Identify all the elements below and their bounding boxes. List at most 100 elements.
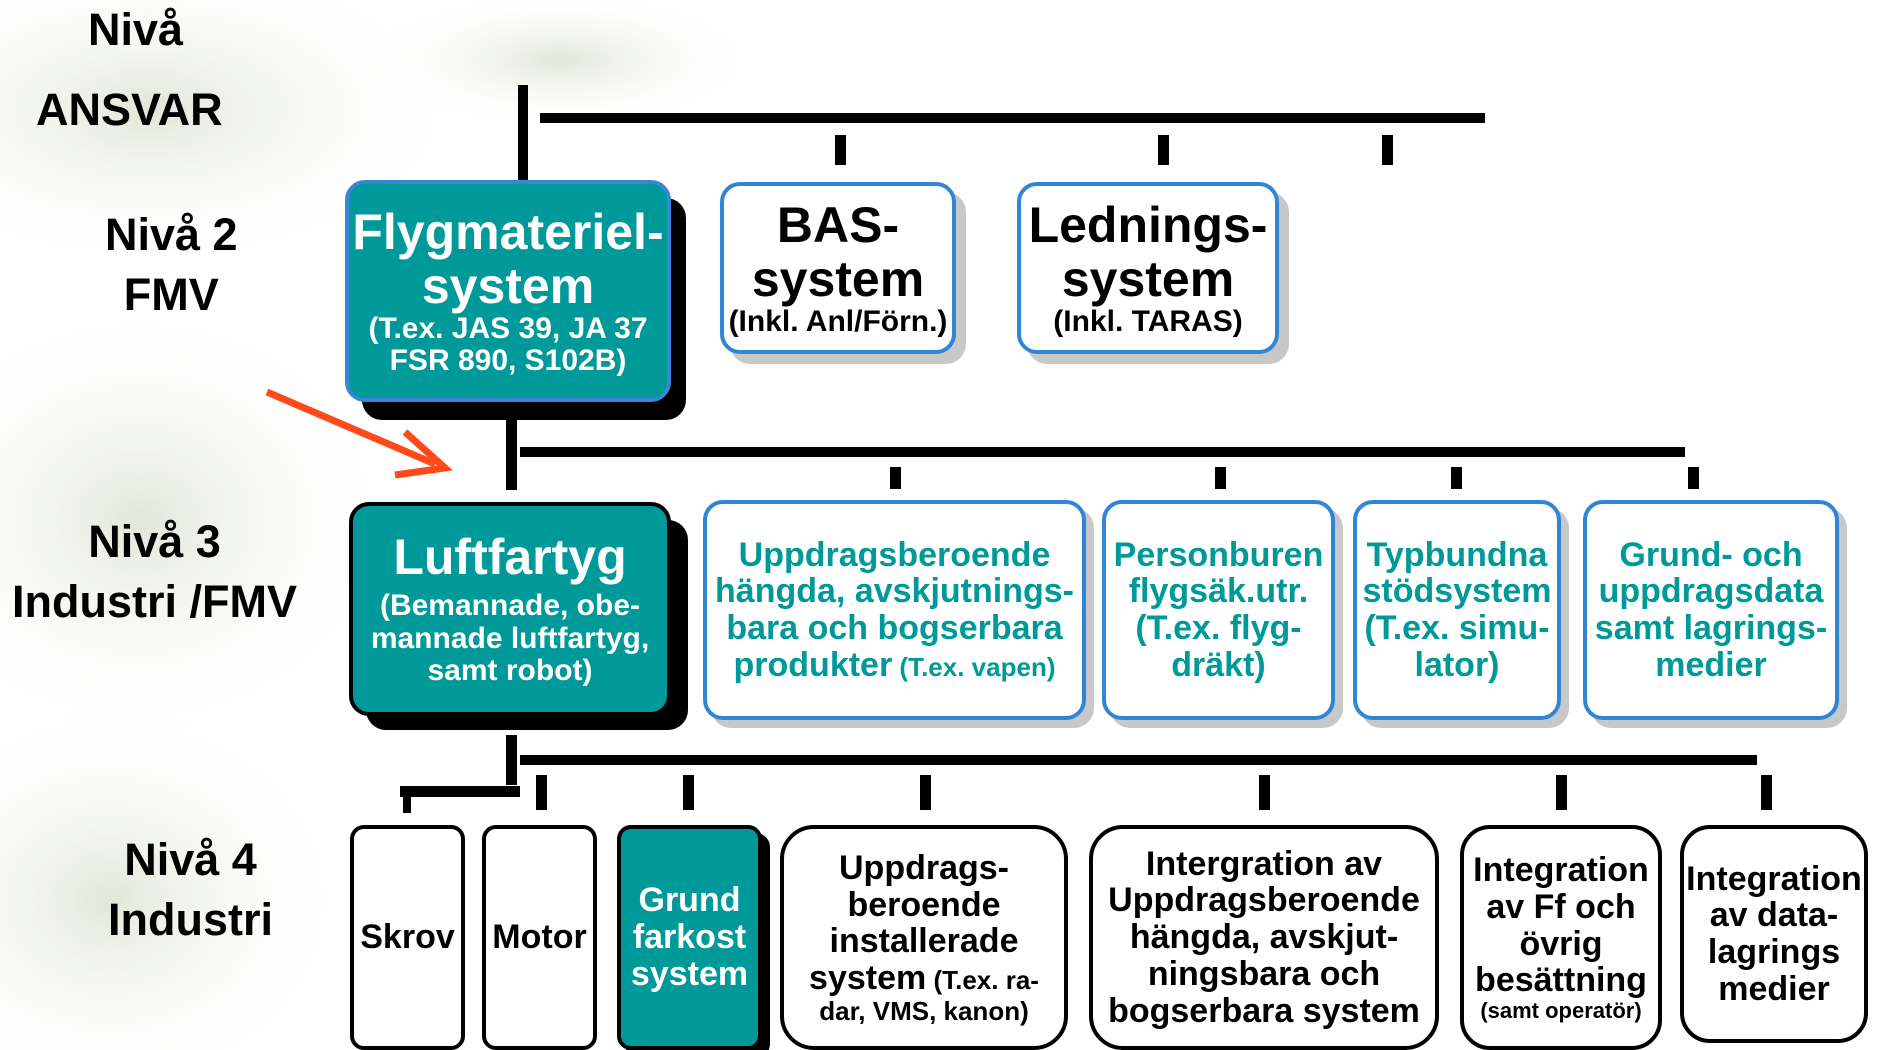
grunddata-line-2: uppdragsdata <box>1598 572 1824 611</box>
level4-left-stub <box>400 786 520 797</box>
level2-drop-2 <box>1158 135 1169 165</box>
lednings-subtitle: (Inkl. TARAS) <box>1053 304 1243 338</box>
grunddata-line-1: Grund- och <box>1619 535 1803 574</box>
luftfartyg-desc-3: samt robot) <box>427 654 593 688</box>
level4-drop-4 <box>1259 775 1270 810</box>
skrov-box: Skrov <box>350 825 465 1050</box>
integration-ff-line-2: av Ff och <box>1486 887 1636 926</box>
level2-bus <box>540 113 1485 123</box>
vertical-trunk-top <box>518 85 528 180</box>
integration-ff-line-3: övrig <box>1519 924 1603 963</box>
intergration-line-3: hängda, avskjut- <box>1129 918 1399 957</box>
personburen-line-3: (T.ex. flyg- <box>1135 609 1302 647</box>
typbundna-box: Typbundna stödsystem (T.ex. simu- lator) <box>1353 500 1561 720</box>
integration-data-line-4: medier <box>1718 969 1830 1008</box>
personburen-line-4: dräkt) <box>1171 645 1266 684</box>
uppdrag-line-4-main: produkter <box>733 645 893 684</box>
uppdragsinst-line-5: dar, VMS, kanon) <box>819 995 1029 1026</box>
integration-data-line-3: lagrings <box>1707 933 1841 971</box>
level3-bus <box>520 447 1685 457</box>
bas-subtitle: (Inkl. Anl/Förn.) <box>728 304 948 338</box>
level-2-label: Nivå 2 FMV <box>105 205 238 325</box>
level-3-owner: Industri /FMV <box>12 576 297 627</box>
grunddata-line-4: medier <box>1655 645 1767 684</box>
grunddata-line-3: samt lagrings- <box>1594 609 1828 647</box>
level-4-label: Nivå 4 Industri <box>108 830 273 950</box>
vertical-trunk-mid <box>506 420 517 490</box>
flygmateriel-system-box: Flygmateriel- system (T.ex. JAS 39, JA 3… <box>345 180 671 402</box>
uppdrag-line-2: hängda, avskjutnings- <box>715 572 1074 611</box>
uppdragsinst-line-4-main: system <box>809 959 927 998</box>
uppdragsinst-line-1: Uppdrags- <box>839 849 1009 888</box>
level-header-ansvar: ANSVAR <box>36 84 223 135</box>
intergration-line-4: ningsbara och <box>1147 954 1381 993</box>
grund-line-1: Grund <box>638 881 741 920</box>
uppdrag-line-3: bara och bogserbara <box>726 609 1063 647</box>
intergration-line-1: Intergration av <box>1145 844 1383 883</box>
lednings-system-box: Lednings- system (Inkl. TARAS) <box>1017 182 1279 354</box>
luftfartyg-title: Luftfartyg <box>393 529 627 586</box>
uppdragsinst-line-4: system (T.ex. ra- <box>809 960 1039 997</box>
motor-box: Motor <box>482 825 597 1050</box>
uppdragsberoende-produkter-box: Uppdragsberoende hängda, avskjutnings- b… <box>703 500 1086 720</box>
vertical-trunk-bottom <box>506 735 517 785</box>
flygmateriel-example-1: (T.ex. JAS 39, JA 37 <box>368 311 648 345</box>
skrov-label: Skrov <box>360 918 455 957</box>
luftfartyg-desc-1: (Bemannade, obe- <box>379 589 641 623</box>
level-4-name: Nivå 4 <box>124 834 257 885</box>
luftfartyg-desc-2: mannade luftfartyg, <box>370 621 650 655</box>
grunddata-box: Grund- och uppdragsdata samt lagrings- m… <box>1583 500 1839 720</box>
level2-drop-1 <box>835 135 846 165</box>
integration-ff-line-4: besättning <box>1475 961 1647 1000</box>
level4-bus <box>520 755 1757 765</box>
level-3-name: Nivå 3 <box>88 516 221 567</box>
flygmateriel-example-2: FSR 890, S102B) <box>389 344 627 377</box>
level3-drop-2 <box>1215 467 1226 489</box>
level3-drop-4 <box>1688 467 1699 489</box>
uppdrags-installerade-box: Uppdrags- beroende installerade system (… <box>780 825 1068 1050</box>
integration-ff-box: Integration av Ff och övrig besättning (… <box>1460 825 1662 1050</box>
level-header-niva: Nivå <box>88 4 184 55</box>
grund-line-2: farkost <box>632 918 747 957</box>
integration-ff-line-1: Integration <box>1473 851 1649 890</box>
integration-ff-line-5: (samt operatör) <box>1480 998 1642 1024</box>
lednings-title: Lednings- <box>1028 196 1268 253</box>
typbundna-line-4: lator) <box>1414 645 1500 684</box>
level3-drop-1 <box>890 467 901 489</box>
level4-drop-5 <box>1556 775 1567 810</box>
motor-label: Motor <box>492 918 587 957</box>
integration-data-line-2: av data- <box>1709 896 1839 935</box>
level-3-label: Nivå 3 Industri /FMV <box>12 512 297 632</box>
level4-drop-6 <box>1761 775 1772 810</box>
uppdragsinst-line-3: installerade <box>829 922 1019 961</box>
level4-drop-3 <box>920 775 931 810</box>
uppdragsinst-line-2: beroende <box>847 885 1001 924</box>
luftfartyg-box: Luftfartyg (Bemannade, obe- mannade luft… <box>349 502 671 716</box>
level3-drop-3 <box>1451 467 1462 489</box>
bas-title: BAS- <box>776 196 900 253</box>
grund-line-3: system <box>630 954 749 993</box>
uppdrag-line-1: Uppdragsberoende <box>738 535 1051 574</box>
personburen-line-2: flygsäk.utr. <box>1128 572 1309 611</box>
intergration-line-5: bogserbara system <box>1108 991 1420 1030</box>
level4-drop-2 <box>683 775 694 810</box>
uppdrag-line-4: produkter (T.ex. vapen) <box>733 645 1056 684</box>
personburen-line-1: Personburen <box>1113 535 1324 574</box>
level2-drop-3 <box>1382 135 1393 165</box>
typbundna-line-2: stödsystem <box>1362 572 1552 611</box>
intergration-line-2: Uppdragsberoende <box>1108 881 1420 920</box>
personburen-box: Personburen flygsäk.utr. (T.ex. flyg- dr… <box>1102 500 1335 720</box>
integration-data-line-1: Integration <box>1686 859 1862 898</box>
level4-drop-1 <box>536 775 547 810</box>
pointer-arrow-icon <box>265 388 453 479</box>
bas-title-2: system <box>751 250 925 307</box>
uppdragsinst-line-4-example: (T.ex. ra- <box>926 965 1039 996</box>
flygmateriel-title-2: system <box>421 257 595 314</box>
level-4-owner: Industri <box>108 894 273 945</box>
bas-system-box: BAS- system (Inkl. Anl/Förn.) <box>720 182 956 354</box>
flygmateriel-title: Flygmateriel- <box>352 203 664 260</box>
typbundna-line-1: Typbundna <box>1366 535 1548 574</box>
typbundna-line-3: (T.ex. simu- <box>1364 609 1550 647</box>
uppdrag-line-4-example: (T.ex. vapen) <box>892 651 1056 682</box>
